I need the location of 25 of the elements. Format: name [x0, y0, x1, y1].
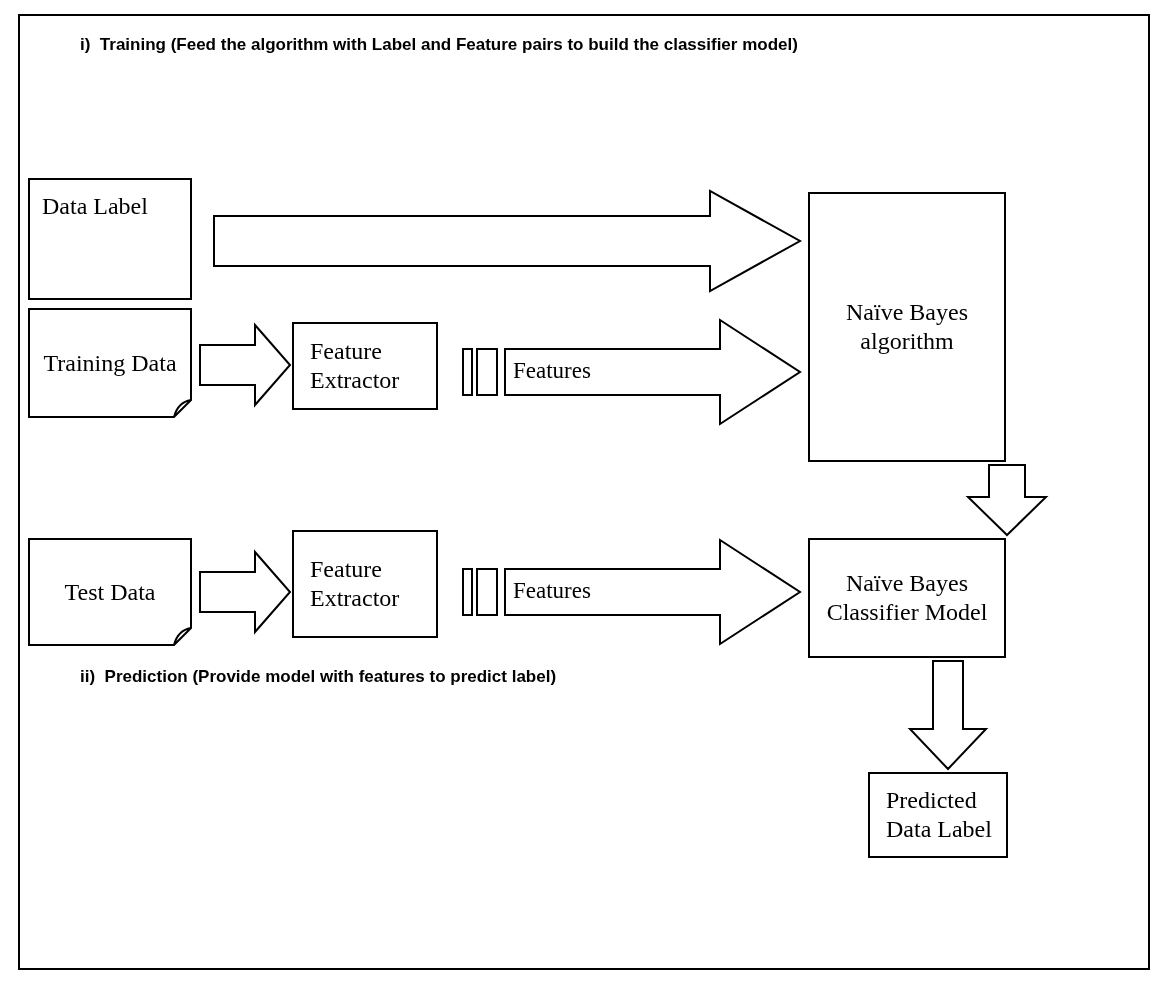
process-box: [292, 322, 438, 410]
block-arrow: [199, 549, 292, 635]
node-text: Feature Extractor: [309, 555, 401, 613]
block-arrow: [965, 464, 1049, 537]
node-text: Feature Extractor: [309, 337, 401, 395]
block-arrow: [462, 538, 802, 646]
node-text: Test Data: [63, 577, 157, 607]
block-arrow: [199, 322, 292, 408]
node-text: Predicted Data Label: [885, 786, 993, 844]
node-text: Naïve Bayes algorithm: [845, 298, 969, 356]
process-box: [292, 530, 438, 638]
document-shape: [28, 538, 192, 646]
process-box: [808, 538, 1006, 658]
process-box: [868, 772, 1008, 858]
block-arrow: [462, 318, 802, 426]
node-text: Data Label: [41, 192, 149, 221]
document-shape: [28, 308, 192, 418]
node-text: Naïve Bayes Classifier Model: [825, 569, 989, 627]
section-heading: i) Training (Feed the algorithm with Label and Feature pairs to build the classifier model): [80, 34, 799, 56]
process-box: [808, 192, 1006, 462]
node-text: Training Data: [42, 348, 178, 378]
block-arrow: [213, 189, 803, 293]
process-box: [28, 178, 192, 300]
block-arrow: [907, 660, 989, 771]
section-heading: ii) Prediction (Provide model with features to predict label): [80, 666, 558, 688]
